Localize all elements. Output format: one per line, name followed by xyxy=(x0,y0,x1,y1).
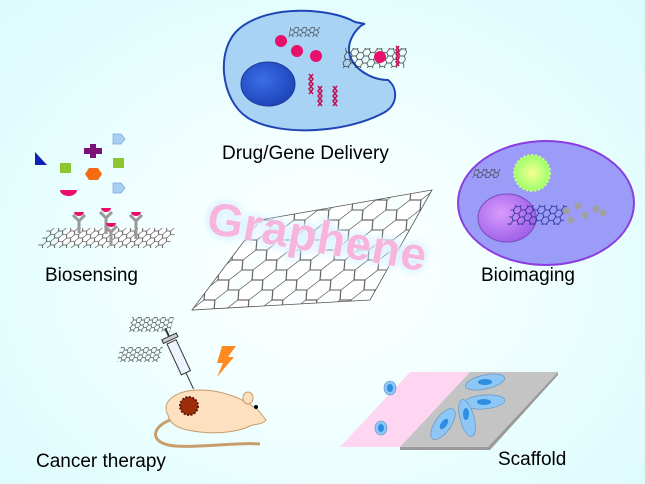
graphene-sheet-icon xyxy=(117,347,164,362)
dna-icon xyxy=(395,45,400,67)
scaffold-pink-region xyxy=(340,372,470,447)
semicircle-analyte-icon xyxy=(60,190,77,196)
drug-delivery-illustration xyxy=(222,9,408,132)
dna-icon xyxy=(332,85,338,107)
label-scaffold: Scaffold xyxy=(498,449,567,470)
dna-icon xyxy=(308,73,314,95)
square-analyte-icon xyxy=(113,158,124,168)
graphene-sheet-icon xyxy=(472,169,501,178)
antibody-icon xyxy=(71,210,144,246)
fluorescence-glow-icon xyxy=(513,154,551,192)
drug-molecule-icon xyxy=(310,50,322,62)
square-analyte-icon xyxy=(60,163,71,173)
graphene-sheet-icon xyxy=(507,205,568,225)
graphene-lattice-illustration xyxy=(191,189,433,311)
tumor-icon xyxy=(179,396,199,416)
graphene-sheet-icon xyxy=(128,317,175,332)
label-cancer-therapy: Cancer therapy xyxy=(36,451,166,472)
biosensing-illustration xyxy=(35,133,179,248)
lightning-icon xyxy=(217,346,236,377)
triangle-analyte-icon xyxy=(35,152,47,165)
tag-analyte-icon xyxy=(112,182,126,194)
hexagon-analyte-icon xyxy=(85,168,102,180)
label-biosensing: Biosensing xyxy=(45,265,138,286)
drug-molecule-icon xyxy=(275,35,287,47)
drug-molecule-icon xyxy=(374,51,386,63)
cross-analyte-icon xyxy=(84,144,102,158)
label-drug-gene-delivery: Drug/Gene Delivery xyxy=(222,143,389,164)
scaffold-illustration xyxy=(340,372,558,450)
label-bioimaging: Bioimaging xyxy=(481,265,575,286)
cancer-therapy-illustration xyxy=(117,317,267,448)
tag-analyte-icon xyxy=(112,133,126,145)
graphene-sheet-icon xyxy=(288,27,321,37)
syringe-icon xyxy=(161,327,194,390)
dna-icon xyxy=(317,85,323,107)
bioimaging-illustration xyxy=(457,140,635,266)
nucleus-icon xyxy=(240,61,296,107)
drug-molecule-icon xyxy=(291,45,303,57)
